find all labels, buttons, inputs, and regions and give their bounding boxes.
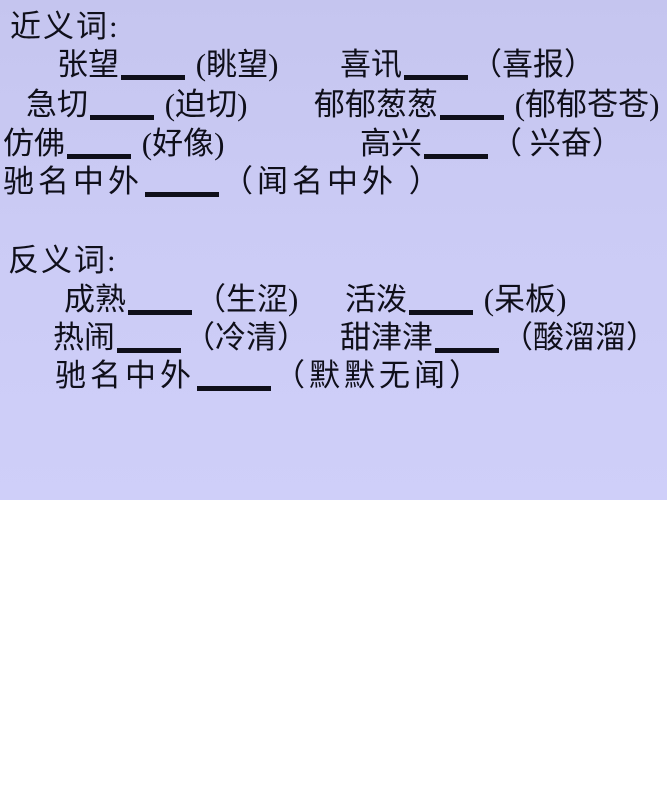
word: 张望 xyxy=(57,47,119,82)
antonym-pair: 驰名中外——（默默无闻） xyxy=(55,357,484,395)
dash-line: —— xyxy=(67,154,131,159)
dash-line: —— xyxy=(90,115,154,120)
answer: （冷清） xyxy=(184,320,308,355)
dash-line: —— xyxy=(197,386,271,391)
answer: (迫切) xyxy=(164,87,248,122)
synonyms-heading: 近义词: xyxy=(10,9,120,44)
synonym-pair: 急切—— (迫切) xyxy=(26,86,247,124)
synonym-pair: 高兴——（ 兴奋） xyxy=(360,125,623,163)
word: 甜津津 xyxy=(340,320,433,355)
dash-line: —— xyxy=(435,348,499,353)
word: 郁郁葱葱 xyxy=(314,87,438,122)
dash-line: —— xyxy=(404,75,468,80)
synonym-pair: 喜讯——（喜报） xyxy=(340,46,595,84)
word: 驰名中外 xyxy=(55,358,195,393)
answer: （喜报） xyxy=(471,47,595,82)
answer: (呆板) xyxy=(483,282,567,317)
synonyms-row: 仿佛—— (好像) 高兴——（ 兴奋） xyxy=(0,125,667,163)
antonyms-heading: 反义词: xyxy=(8,243,118,278)
answer: （闻名中外 ） xyxy=(222,164,444,199)
dash-line: —— xyxy=(440,115,504,120)
antonyms-row: 成熟——（生涩) 活泼—— (呆板) xyxy=(0,281,667,319)
dash-line: —— xyxy=(121,75,185,80)
antonym-pair: 活泼—— (呆板) xyxy=(345,281,566,319)
answer: (眺望) xyxy=(195,47,279,82)
dash-line: —— xyxy=(424,154,488,159)
word: 仿佛 xyxy=(3,126,65,161)
antonym-pair: 甜津津——（酸溜溜） xyxy=(340,319,657,357)
word: 驰名中外 xyxy=(3,164,143,199)
answer: （ 兴奋） xyxy=(491,126,623,161)
synonym-pair: 张望—— (眺望) xyxy=(57,46,278,84)
synonyms-row: 驰名中外——（闻名中外 ） xyxy=(0,163,667,201)
word: 急切 xyxy=(26,87,88,122)
synonym-pair: 郁郁葱葱—— (郁郁苍苍) xyxy=(314,86,659,124)
dash-line: —— xyxy=(409,310,473,315)
word: 成熟 xyxy=(64,282,126,317)
answer: (好像) xyxy=(141,126,225,161)
answer: (郁郁苍苍) xyxy=(514,87,660,122)
word: 喜讯 xyxy=(340,47,402,82)
word: 高兴 xyxy=(360,126,422,161)
answer: （酸溜溜） xyxy=(502,320,657,355)
word: 活泼 xyxy=(345,282,407,317)
answer: （默默无闻） xyxy=(274,358,484,393)
antonym-pair: 成熟——（生涩) xyxy=(64,281,298,319)
antonym-pair: 热闹——（冷清） xyxy=(53,319,308,357)
synonyms-row: 张望—— (眺望) 喜讯——（喜报） xyxy=(0,46,667,84)
synonyms-row: 急切—— (迫切) 郁郁葱葱—— (郁郁苍苍) xyxy=(0,86,667,124)
antonyms-row: 驰名中外——（默默无闻） xyxy=(0,357,667,395)
synonym-pair: 驰名中外——（闻名中外 ） xyxy=(3,163,444,201)
dash-line: —— xyxy=(128,310,192,315)
word: 热闹 xyxy=(53,320,115,355)
vocabulary-slide: 近义词: 张望—— (眺望) 喜讯——（喜报） 急切—— (迫切) 郁郁葱葱——… xyxy=(0,0,667,500)
antonyms-row: 热闹——（冷清） 甜津津——（酸溜溜） xyxy=(0,319,667,357)
synonym-pair: 仿佛—— (好像) xyxy=(3,125,224,163)
dash-line: —— xyxy=(145,192,219,197)
dash-line: —— xyxy=(117,348,181,353)
answer: （生涩) xyxy=(195,282,299,317)
